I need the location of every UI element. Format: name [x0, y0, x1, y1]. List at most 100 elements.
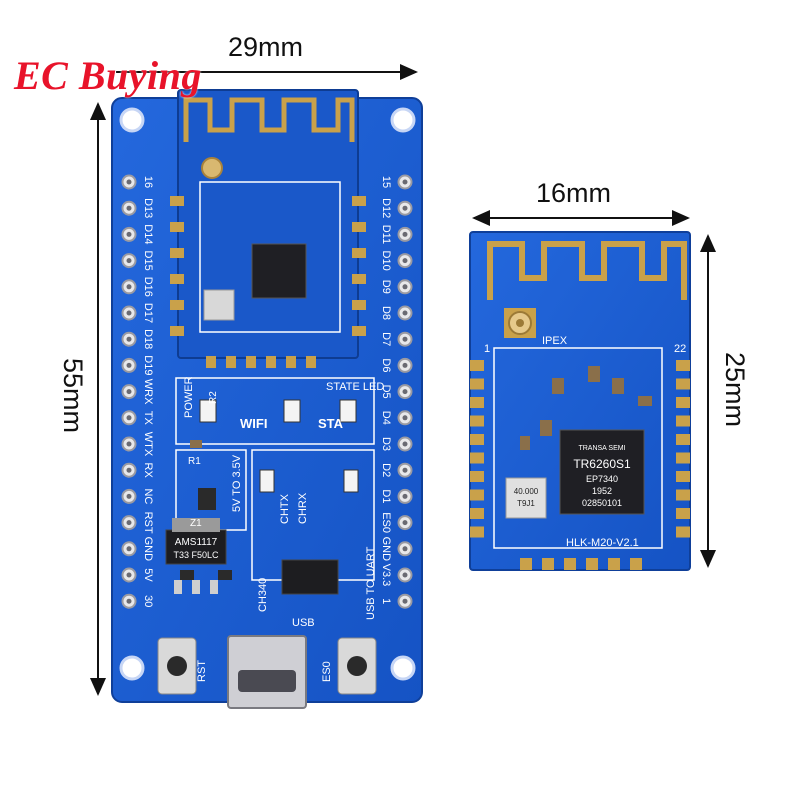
- ipex-connector: [504, 308, 536, 338]
- label-chtx: CHTX: [279, 493, 291, 524]
- label-r1: R1: [188, 456, 201, 467]
- label-ch340: CH340: [257, 578, 269, 612]
- crystal-line2: T9J1: [517, 499, 535, 508]
- es0-button: [337, 637, 377, 695]
- ch340-chip: [281, 559, 339, 595]
- mounting-hole: [119, 107, 145, 133]
- module-pcb: [469, 231, 691, 571]
- pin-label: NC: [142, 488, 154, 504]
- chip-line3: 1952: [592, 486, 612, 496]
- crystal-oscillator: 40.000 T9J1: [505, 477, 547, 519]
- label-ipex: IPEX: [542, 335, 568, 347]
- pin-label: D17: [142, 303, 154, 323]
- module-pad: [470, 360, 484, 371]
- label-usb: USB: [292, 617, 315, 629]
- label-r2: R2: [208, 391, 219, 404]
- pin-label: ES0: [380, 512, 392, 533]
- module-pad: [676, 415, 690, 427]
- module-pad: [676, 360, 690, 371]
- label-pin-1: 1: [484, 343, 490, 355]
- pin-label: WRX: [142, 379, 154, 405]
- pin-label: D15: [142, 251, 154, 271]
- rst-button: [157, 637, 197, 695]
- board-wifi-module: [170, 89, 366, 368]
- pin-label: D10: [380, 251, 392, 271]
- module-main-chip: TRANSA SEMI TR6260S1 EP7340 1952 0285010…: [559, 429, 645, 515]
- pin-label: D13: [142, 198, 154, 218]
- mounting-hole: [390, 655, 416, 681]
- chrx-led: [343, 469, 359, 493]
- antenna-trace: [487, 241, 687, 300]
- pin-label: 1: [380, 598, 392, 604]
- module-width-label: 16mm: [536, 178, 611, 208]
- module-pad: [564, 558, 576, 570]
- board-height-label: 55mm: [58, 358, 88, 433]
- module-pad: [676, 378, 690, 390]
- pin-label: D4: [380, 411, 392, 425]
- label-converter: 5V TO 3.5V: [231, 454, 243, 512]
- pin-label: TX: [142, 411, 154, 426]
- pin-label: D8: [380, 306, 392, 320]
- label-pin-22: 22: [674, 343, 686, 355]
- module-pad: [676, 508, 690, 519]
- voltage-regulator: AMS1117 T33 F50LC: [165, 518, 227, 594]
- pin-label: GND: [142, 537, 154, 562]
- label-es0: ES0: [321, 661, 333, 682]
- label-model: HLK-M20-V2.1: [566, 537, 639, 549]
- wifi-module: TRANSA SEMI TR6260S1 EP7340 1952 0285010…: [469, 231, 691, 571]
- pin-label: D16: [142, 277, 154, 297]
- pin-label: 30: [142, 595, 154, 607]
- pin-label: D3: [380, 437, 392, 451]
- module-pad: [470, 508, 484, 519]
- module-pad: [676, 526, 690, 538]
- chip-brand: TRANSA SEMI: [578, 445, 625, 452]
- left-pin-header: 16D13D14D15D16D17D18D19WRXTXWTXRXNCRSTGN…: [121, 174, 154, 609]
- module-pad: [470, 397, 484, 408]
- label-chrx: CHRX: [297, 492, 309, 524]
- label-wifi: WIFI: [240, 416, 267, 431]
- module-pad: [470, 434, 484, 445]
- pin-label: WTX: [142, 432, 154, 457]
- pin-label: D12: [380, 198, 392, 218]
- pin-label: D14: [142, 224, 154, 244]
- label-sta: STA: [318, 416, 344, 431]
- regulator-label-1: AMS1117: [175, 537, 218, 548]
- pin-label: D19: [142, 355, 154, 375]
- pin-label: RST: [142, 512, 154, 534]
- brand-logo: EC Buying: [14, 53, 202, 98]
- module-pad: [542, 558, 554, 570]
- module-pad: [676, 397, 690, 408]
- module-pad: [630, 558, 642, 570]
- label-usb-to-uart: USB TO UART: [365, 546, 377, 620]
- mounting-hole: [390, 107, 416, 133]
- chip-part: TR6260S1: [573, 457, 631, 471]
- module-pad: [676, 471, 690, 482]
- module-pad: [676, 434, 690, 445]
- pin-label: D7: [380, 332, 392, 346]
- pin-label: D11: [380, 225, 392, 244]
- label-rst: RST: [196, 660, 208, 682]
- module-pad: [470, 378, 484, 390]
- module-pad: [676, 452, 690, 464]
- pin-label: D9: [380, 280, 392, 294]
- micro-usb-port: [227, 635, 307, 709]
- power-led: [199, 399, 217, 423]
- label-z1: Z1: [190, 518, 202, 529]
- module-pad: [608, 558, 620, 570]
- module-height-label: 25mm: [720, 352, 750, 427]
- module-pad: [520, 558, 532, 570]
- module-pad: [470, 452, 484, 464]
- pin-label: RX: [142, 463, 154, 479]
- pin-label: GND: [380, 537, 392, 562]
- pin-label: D18: [142, 329, 154, 349]
- module-pad: [470, 415, 484, 427]
- module-pad: [586, 558, 598, 570]
- mounting-hole: [119, 655, 145, 681]
- pin-label: D1: [380, 489, 392, 503]
- label-state-led: STATE LED: [326, 381, 384, 393]
- sta-led: [339, 399, 357, 423]
- module-pad: [470, 526, 484, 538]
- module-pad: [470, 489, 484, 501]
